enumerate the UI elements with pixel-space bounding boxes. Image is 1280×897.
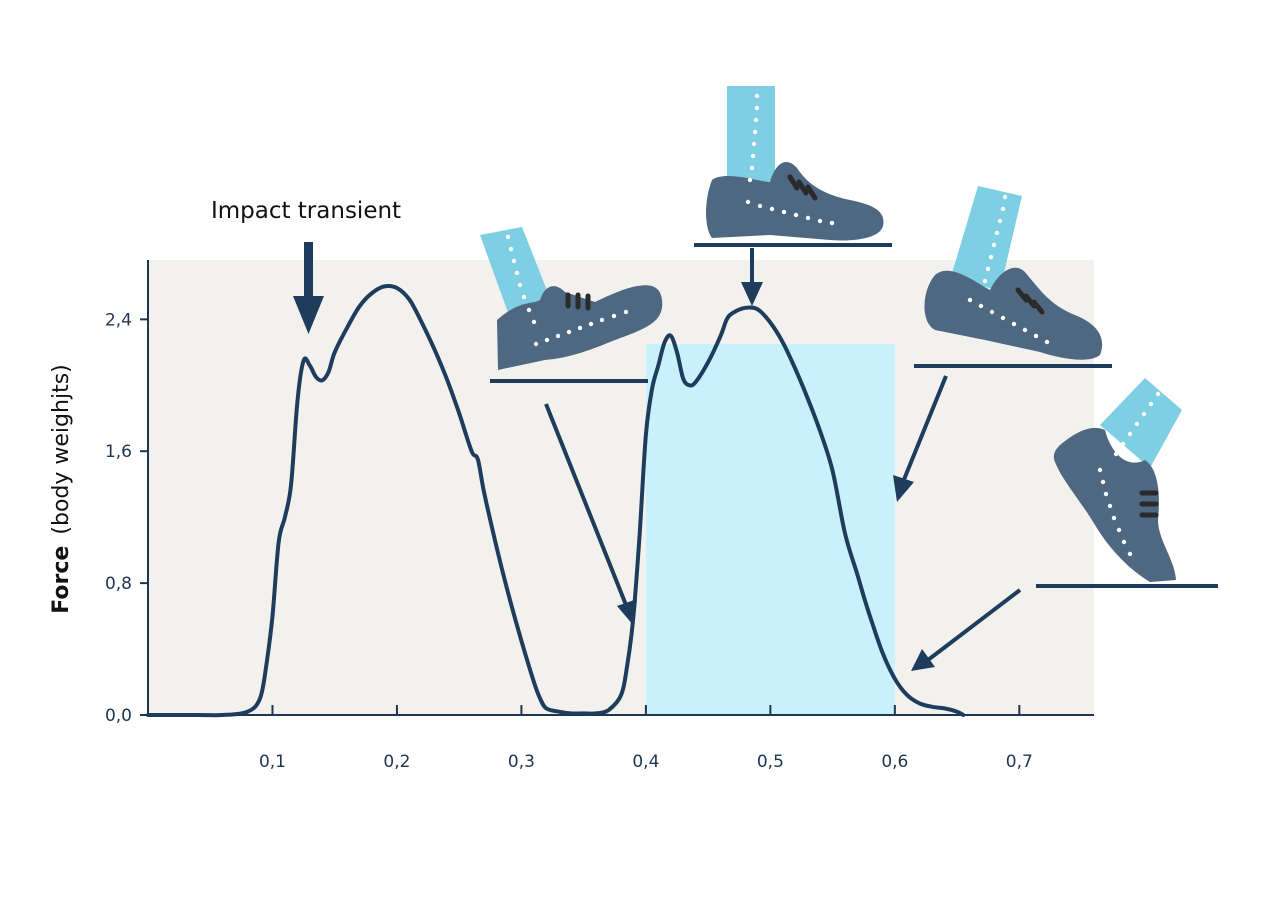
- x-tick-label: 0,2: [383, 752, 410, 772]
- x-tick-label: 0,1: [259, 752, 286, 772]
- impact-transient-arrow: [293, 242, 324, 334]
- y-tick-label: 0,8: [105, 574, 132, 594]
- toe-roll-arrow: [893, 375, 948, 502]
- y-tick-label: 0,0: [105, 706, 132, 726]
- heel-strike-arrow: [544, 403, 637, 626]
- y-tick-label: 1,6: [105, 442, 132, 462]
- toe-off-illustration: [911, 378, 1218, 671]
- y-axis-title: Force (body weighjts): [49, 364, 74, 613]
- toe-off-arrow: [911, 588, 1022, 671]
- x-tick-label: 0,6: [881, 752, 908, 772]
- x-tick-label: 0,4: [632, 752, 659, 772]
- heel-strike-illustration: [480, 227, 663, 626]
- highlight-region: [645, 344, 895, 715]
- mid-stance-arrow: [741, 248, 763, 306]
- y-axis-title-bold: Force: [49, 546, 74, 614]
- x-tick-label: 0,3: [508, 752, 535, 772]
- toe-roll-illustration: [893, 186, 1112, 502]
- mid-stance-illustration: [694, 86, 892, 306]
- impact-transient-label: Impact transient: [211, 198, 401, 224]
- y-axis-title-rest: (body weighjts): [49, 364, 74, 534]
- y-axis-ticks: 0,0 0,8 1,6 2,4: [105, 310, 148, 726]
- y-tick-label: 2,4: [105, 310, 132, 330]
- force-curve-line: [146, 283, 966, 718]
- x-tick-label: 0,7: [1006, 752, 1033, 772]
- x-axis-ticks: 0,1 0,2 0,3 0,4 0,5 0,6 0,7: [259, 705, 1033, 772]
- x-tick-label: 0,5: [757, 752, 784, 772]
